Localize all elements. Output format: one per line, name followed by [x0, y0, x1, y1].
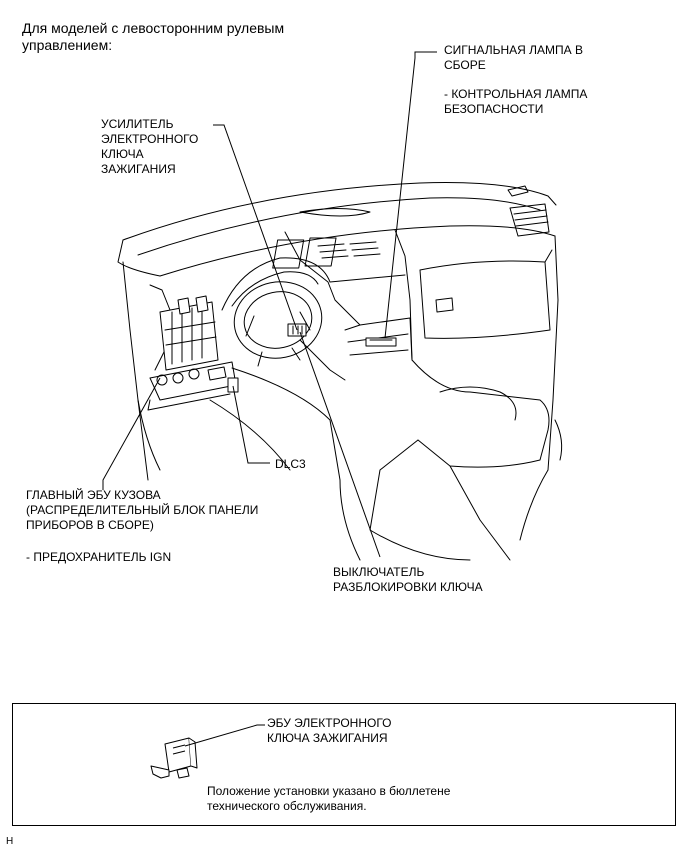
center-vents: [272, 237, 381, 269]
left-pillar: [122, 261, 149, 481]
windshield-outline: [122, 182, 557, 241]
glovebox: [419, 260, 551, 339]
ecu-icon: [150, 724, 265, 779]
legend-note: Положение установки указано в бюллетене …: [207, 784, 451, 813]
center-console: [411, 359, 550, 468]
label-security-lamp: - КОНТРОЛЬНАЯ ЛАМПА БЕЗОПАСНОСТИ: [444, 87, 588, 116]
right-vent: [507, 185, 550, 237]
dlc3-connector: [227, 377, 239, 393]
leader-dlc3: [232, 385, 270, 464]
instrument-hood: [221, 257, 331, 311]
heading: Для моделей с левосторонним рулевым упра…: [22, 20, 285, 53]
junction-block: [159, 295, 219, 371]
label-signal-lamp: СИГНАЛЬНАЯ ЛАМПА В СБОРЕ: [444, 43, 583, 72]
page-code: H: [6, 836, 14, 847]
leader-body-ecu: [102, 377, 161, 490]
body-ecu-part: [147, 361, 237, 411]
legend-ecu-label: ЭБУ ЭЛЕКТРОННОГО КЛЮЧА ЗАЖИГАНИЯ: [267, 716, 392, 745]
label-unlock-switch: ВЫКЛЮЧАТЕЛЬ РАЗБЛОКИРОВКИ КЛЮЧА: [333, 565, 483, 594]
steering-wheel: [233, 281, 323, 367]
legend-box: ЭБУ ЭЛЕКТРОННОГО КЛЮЧА ЗАЖИГАНИЯ Положен…: [12, 703, 676, 826]
leader-amplifier: [213, 124, 298, 331]
center-stack: [284, 231, 361, 326]
dashboard-illustration: [102, 51, 563, 561]
label-dlc3: DLC3: [275, 457, 306, 471]
label-ign-fuse: - ПРЕДОХРАНИТЕЛЬ IGN: [26, 550, 172, 564]
security-lamp-part: [365, 337, 397, 347]
dash-top: [159, 225, 556, 277]
leader-unlock-switch: [299, 331, 381, 558]
leader-signal-lamp: [384, 51, 437, 339]
label-amplifier: УСИЛИТЕЛЬ ЭЛЕКТРОННОГО КЛЮЧА ЗАЖИГАНИЯ: [101, 117, 199, 176]
leader-legend-ecu: [184, 724, 265, 747]
label-body-ecu: ГЛАВНЫЙ ЭБУ КУЗОВА (РАСПРЕДЕЛИТЕЛЬНЫЙ БЛ…: [26, 488, 259, 532]
